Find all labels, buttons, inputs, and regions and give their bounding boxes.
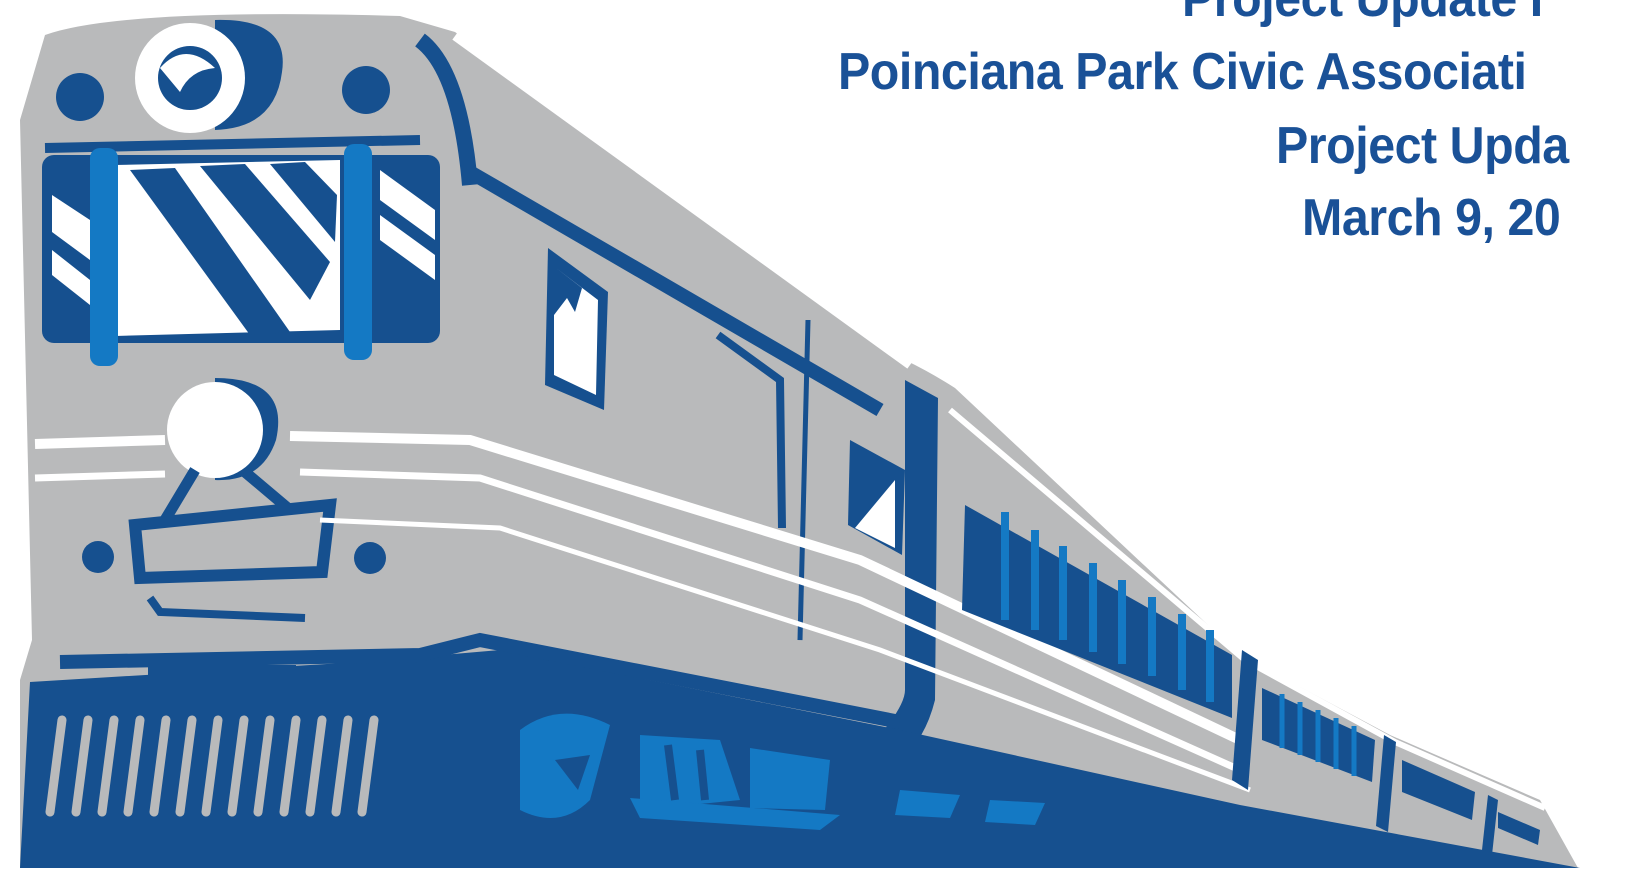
headlight-icon — [135, 19, 283, 133]
wheel-icon — [520, 713, 1045, 830]
lower-headlight-icon — [167, 378, 279, 481]
title-line-project-update: Project Update I — [1182, 0, 1543, 29]
marker-light-right — [342, 66, 390, 114]
windshield-icon — [42, 144, 440, 366]
title-line-association: Poinciana Park Civic Associati — [838, 43, 1527, 101]
marker-light-left — [56, 73, 104, 121]
grille-icon — [45, 715, 379, 817]
title-line-project-update-2: Project Upda — [1276, 117, 1569, 175]
title-line-date: March 9, 20 — [1302, 189, 1561, 247]
slide-title-block: Project Update I Poinciana Park Civic As… — [820, 0, 1635, 300]
